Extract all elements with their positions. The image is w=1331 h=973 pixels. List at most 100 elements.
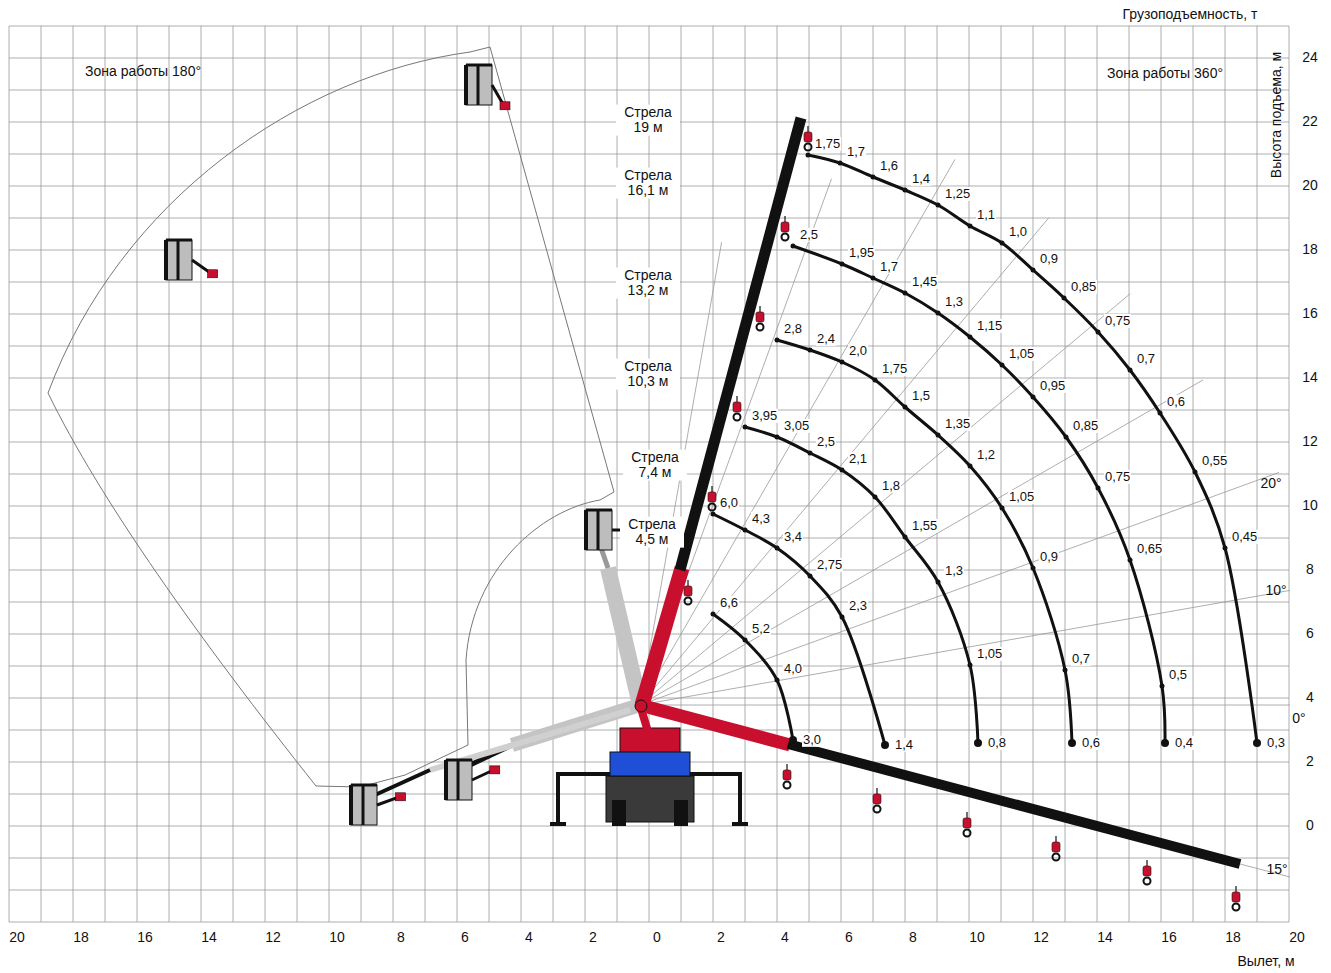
grid-line [9, 346, 1289, 347]
load-point [871, 276, 876, 281]
axis-tick: 20 [1289, 930, 1305, 945]
load-value: 2,1 [848, 452, 868, 466]
load-point [1064, 435, 1069, 440]
zone-label: Зона работы 360° [1107, 66, 1223, 81]
load-point [838, 161, 843, 166]
load-value: 2,5 [816, 435, 836, 449]
load-point [711, 512, 716, 517]
load-value: 1,75 [881, 362, 908, 376]
load-point [1000, 241, 1005, 246]
axis-tick: 16 [1161, 930, 1177, 945]
load-point [1096, 486, 1101, 491]
axis-tick: 14 [1097, 930, 1113, 945]
load-value: 6,6 [719, 596, 739, 610]
load-value: 0,55 [1201, 454, 1228, 468]
load-value: 0,9 [1039, 550, 1059, 564]
load-point [873, 378, 878, 383]
work-zone-180 [48, 47, 614, 787]
angle-label: 10° [1265, 583, 1286, 598]
axis-tick: 16 [137, 930, 153, 945]
grid-line [9, 90, 1289, 91]
angle-ray [640, 380, 1203, 705]
load-point [1223, 546, 1228, 551]
grid-line [9, 442, 1289, 443]
angle-label: 15° [1266, 862, 1287, 877]
load-value: 6,0 [719, 496, 739, 510]
load-value: 1,25 [944, 187, 971, 201]
boom-label: Стрела 4,5 м [620, 517, 684, 548]
load-point [711, 612, 716, 617]
load-point [806, 153, 811, 158]
load-point [808, 574, 813, 579]
axis-tick: 10 [1302, 498, 1318, 513]
axis-tick: 12 [265, 930, 281, 945]
axis-tick: 12 [1302, 434, 1318, 449]
load-point [1253, 739, 1261, 747]
load-point [1161, 739, 1169, 747]
load-point [840, 262, 845, 267]
hook [733, 396, 741, 421]
hooks [684, 126, 1240, 911]
load-point [968, 335, 973, 340]
load-value: 0,45 [1231, 530, 1258, 544]
grid-line [9, 858, 1289, 859]
grid-line [9, 58, 1289, 59]
load-point [1031, 268, 1036, 273]
load-value: 1,55 [911, 519, 938, 533]
load-point [903, 291, 908, 296]
axis-tick: 2 [1306, 754, 1314, 769]
load-point [1000, 506, 1005, 511]
load-point [1063, 668, 1068, 673]
load-curve [777, 340, 1072, 743]
axis-tick: 12 [1033, 930, 1049, 945]
axis-tick: 6 [461, 930, 469, 945]
load-curve [713, 514, 885, 745]
load-point [1096, 330, 1101, 335]
load-point [789, 736, 797, 744]
angle-ray [640, 705, 1290, 706]
axis-tick: 16 [1302, 306, 1318, 321]
hook [781, 216, 789, 241]
load-value: 1,05 [976, 647, 1003, 661]
load-point [968, 224, 973, 229]
load-value: 1,7 [846, 145, 866, 159]
axis-tick: 22 [1302, 114, 1318, 129]
load-point [903, 535, 908, 540]
axis-tick: 8 [909, 930, 917, 945]
load-value: 2,3 [848, 599, 868, 613]
load-value: 1,05 [1008, 347, 1035, 361]
zone-label: Зона работы 180° [85, 64, 201, 79]
angle-ray [640, 218, 1049, 705]
axis-tick: 4 [525, 930, 533, 945]
load-point [1068, 739, 1076, 747]
axis-tick: 8 [1306, 562, 1314, 577]
grid-line [9, 218, 1289, 219]
load-point [903, 405, 908, 410]
load-value: 1,5 [911, 389, 931, 403]
angle-ray [640, 159, 955, 705]
boom-label: Стрела 13,2 м [616, 268, 680, 299]
load-point [1000, 363, 1005, 368]
load-point [903, 188, 908, 193]
load-value: 1,05 [1008, 490, 1035, 504]
boom-label: Стрела 19 м [616, 105, 680, 136]
angle-ray [640, 472, 1279, 705]
load-value: 1,4 [894, 738, 914, 752]
load-point [743, 425, 748, 430]
load-value: 0,85 [1070, 280, 1097, 294]
axis-tick: 20 [1302, 178, 1318, 193]
load-point [1062, 296, 1067, 301]
load-point [840, 360, 845, 365]
hook [1052, 836, 1060, 861]
load-point [743, 528, 748, 533]
boom-label: Стрела 7,4 м [623, 450, 687, 481]
load-value: 1,15 [976, 319, 1003, 333]
load-point [936, 433, 941, 438]
hook [684, 580, 692, 605]
load-value: 1,45 [911, 275, 938, 289]
load-point [1031, 395, 1036, 400]
work-platform [351, 785, 406, 825]
load-point [775, 435, 780, 440]
load-curve [793, 246, 1165, 743]
load-value: 1,4 [911, 172, 931, 186]
